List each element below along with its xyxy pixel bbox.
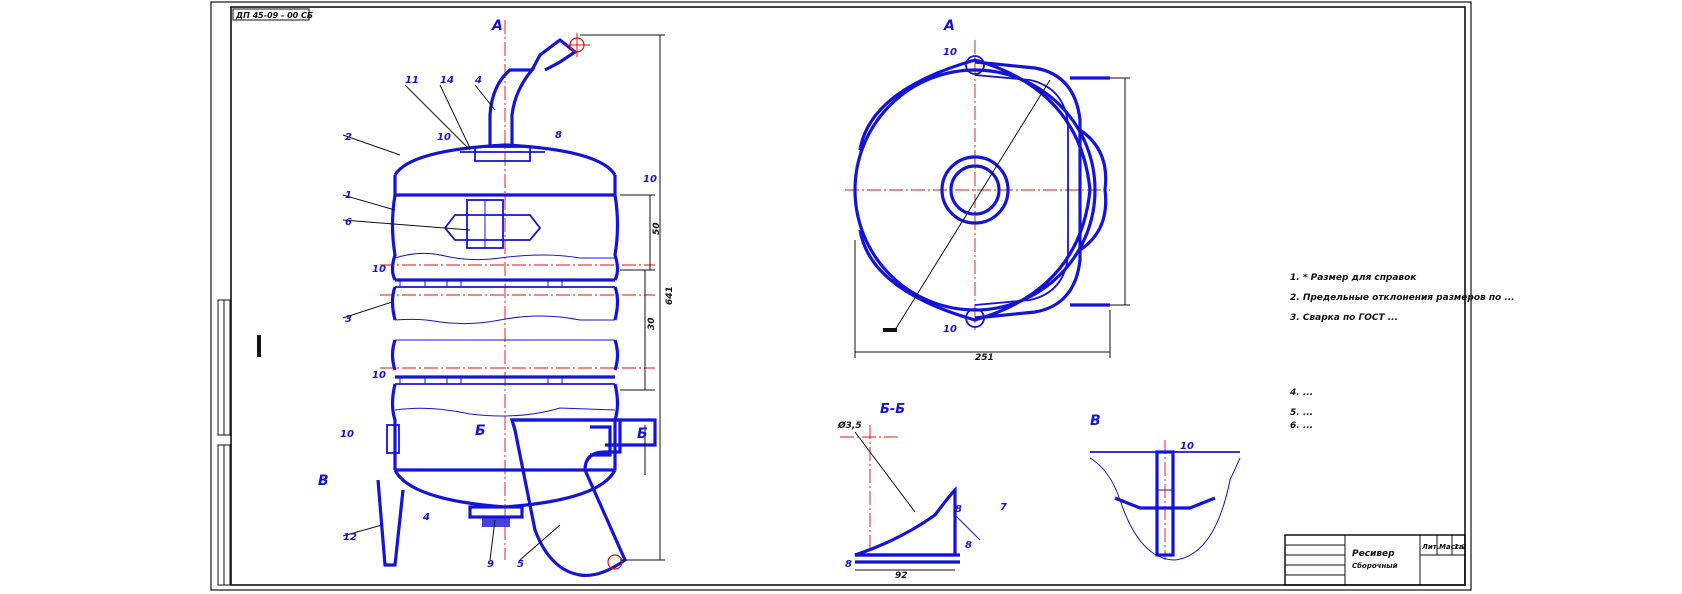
section-bb-title: Б-Б <box>880 402 905 417</box>
title-sheet: Лит. <box>1421 543 1439 551</box>
dim-height-total: 641 <box>665 286 675 305</box>
part-11: 11 <box>405 75 419 86</box>
weld-mark: 8 <box>955 504 962 515</box>
section-b-label-right: Б <box>637 426 648 442</box>
part-5: 5 <box>517 559 524 570</box>
outer-border <box>210 1 1472 591</box>
part-2: 2 <box>345 132 352 143</box>
part-7: 7 <box>1000 502 1007 513</box>
dim-span-30: 30 <box>647 317 657 330</box>
section-bb: Б-Б 92 Ø3,5 8 8 8 7 <box>837 402 1007 581</box>
weld-mark: 10 <box>372 264 386 275</box>
weld-mark: 8 <box>965 540 972 551</box>
weld-mark: 10 <box>372 370 386 381</box>
note-2: 2. Предельные отклонения размеров по ... <box>1290 293 1515 303</box>
part-3: 3 <box>345 314 352 325</box>
weld-mark: 10 <box>1180 441 1194 452</box>
part-12: 12 <box>343 532 357 543</box>
title-sub: Сборочный <box>1352 562 1398 570</box>
title-scale: 1:2 <box>1454 543 1467 551</box>
title-block: Ресивер Сборочный Лит. Масса 1:2 <box>1284 534 1467 586</box>
weld-mark: 10 <box>643 174 657 185</box>
dim-width-main: 251 <box>975 353 994 363</box>
view-a-title: А <box>943 18 955 34</box>
weld-mark: 8 <box>845 559 852 570</box>
view-v: В 10 <box>1089 413 1241 561</box>
technical-notes: 1. * Размер для справок 2. Предельные от… <box>1289 273 1515 431</box>
weld-mark: 4 <box>422 512 430 523</box>
weld-mark: 10 <box>437 132 451 143</box>
binding-strip <box>217 299 261 586</box>
weld-mark: 10 <box>943 324 957 335</box>
note-1: 1. * Размер для справок <box>1290 273 1417 283</box>
dim-bb-ref: Ø3,5 <box>837 420 862 431</box>
part-1: 1 <box>345 190 352 201</box>
view-a: А 251 10 10 <box>845 18 1130 363</box>
note-5: 5. ... <box>1290 408 1313 418</box>
weld-mark: 10 <box>943 47 957 58</box>
view-a-label: А <box>491 18 503 34</box>
view-v-arrow-label: В <box>318 473 329 489</box>
note-6: 6. ... <box>1290 421 1313 431</box>
part-4: 4 <box>474 75 482 86</box>
dim-span-50: 50 <box>652 222 662 235</box>
part-10: 10 <box>340 429 354 440</box>
weld-mark: 8 <box>555 130 562 141</box>
inner-border <box>230 6 1466 586</box>
part-14: 14 <box>440 75 454 86</box>
note-3: 3. Сварка по ГОСТ ... <box>1290 313 1398 323</box>
part-9: 9 <box>487 559 494 570</box>
front-view: 641 50 30 2 1 6 3 10 12 11 14 4 9 5 10 8… <box>318 18 675 578</box>
title-mass: Масса <box>1439 543 1464 551</box>
note-4: 4. ... <box>1289 388 1313 398</box>
section-b-label: Б <box>475 423 486 439</box>
part-6: 6 <box>345 217 352 228</box>
drawing-code: ДП 45-09 - 00 СБ <box>235 11 313 20</box>
title-name: Ресивер <box>1352 549 1395 559</box>
stamp-box <box>232 8 310 21</box>
view-v-title: В <box>1090 413 1101 429</box>
dim-bb-width: 92 <box>895 571 908 581</box>
